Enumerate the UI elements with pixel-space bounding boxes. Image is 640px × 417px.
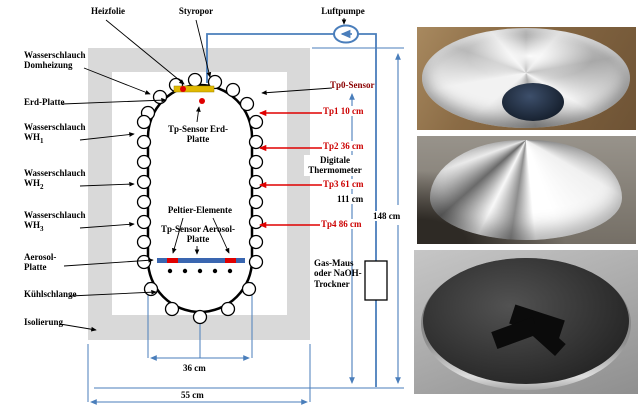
label-tp4: Tp4 86 cm: [320, 219, 363, 230]
label-wasserschlauch-wh2: Wasserschlauch WH2: [24, 168, 106, 191]
air-pump-icon: [333, 24, 359, 44]
label-erd-platte: Erd-Platte: [24, 97, 65, 107]
leader-arrows: [59, 18, 347, 332]
black-pan: [423, 258, 629, 384]
label-tp1: Tp1 10 cm: [322, 106, 365, 117]
label-tp-sensor-erd-platte: Tp-Sensor Erd-Platte: [167, 124, 229, 145]
peltier-element-left: [167, 258, 178, 263]
gas-dryer-box: [364, 260, 388, 301]
label-kuehlschlange: Kühlschlange: [24, 289, 77, 299]
label-tp3: Tp3 61 cm: [322, 179, 365, 190]
wh2-text: Wasserschlauch WH: [24, 168, 86, 189]
label-heizfolie: Heizfolie: [91, 6, 125, 16]
air-tube-to-gasbox: [358, 33, 377, 261]
peltier-element-right: [225, 258, 236, 263]
photo-polished-metal-dome: [417, 136, 636, 244]
label-dim-111: 111 cm: [336, 194, 365, 205]
label-styropor: Styropor: [178, 6, 214, 16]
aerosol-plate: [157, 258, 245, 263]
cooling-coil-dots: [167, 268, 233, 274]
cloud-chamber-outline: [146, 83, 254, 314]
wh1-text: Wasserschlauch WH: [24, 122, 86, 143]
heater-foil: [173, 85, 215, 93]
label-wasserschlauch-wh3: Wasserschlauch WH3: [24, 210, 106, 233]
photo-black-aerosol-plate: [414, 250, 638, 394]
earth-plate-sensor-dot: [199, 98, 205, 104]
label-tp2: Tp2 36 cm: [322, 141, 365, 152]
label-digitale-thermometer: Digitale Thermometer: [304, 155, 366, 176]
label-tp0-sensor: Tp0-Sensor: [330, 80, 375, 90]
wh2-subscript: 2: [40, 183, 44, 192]
bowl-dark-plate-disc: [502, 83, 564, 121]
heater-foil-sensor-dot: [180, 86, 186, 92]
water-hose-coils: [136, 72, 264, 325]
sensor-arrows: [258, 109, 324, 229]
label-dim-148: 148 cm: [372, 211, 402, 222]
label-dim-36: 36 cm: [182, 363, 207, 374]
photo-steel-bowl-interior: [417, 27, 636, 130]
label-tp-sensor-aerosol-platte: Tp-Sensor Aerosol-Platte: [161, 224, 235, 245]
label-gas-maus-naoh-trockner: Gas-Maus oder NaOH-Trockner: [314, 258, 362, 289]
label-isolierung: Isolierung: [24, 317, 64, 327]
wh1-subscript: 1: [40, 137, 44, 146]
label-peltier-elemente: Peltier-Elemente: [167, 205, 233, 215]
label-luftpumpe: Luftpumpe: [321, 6, 365, 16]
label-wasserschlauch-wh1: Wasserschlauch WH1: [24, 122, 106, 145]
metal-dome: [430, 140, 622, 240]
label-wasserschlauch-domheizung: Wasserschlauch Domheizung: [24, 50, 86, 71]
wh3-subscript: 3: [40, 225, 44, 234]
label-aerosol-platte: Aerosol-Platte: [24, 252, 57, 273]
steel-bowl: [422, 28, 630, 128]
wh3-text: Wasserschlauch WH: [24, 210, 86, 231]
label-dim-55: 55 cm: [180, 390, 205, 401]
